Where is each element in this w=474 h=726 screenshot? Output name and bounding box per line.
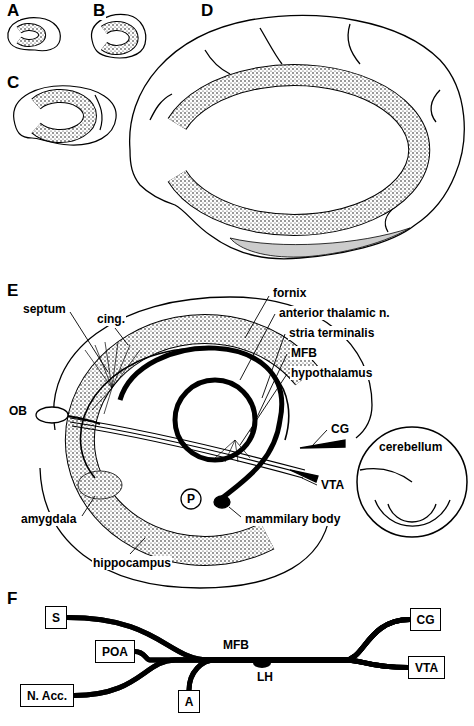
brain-e bbox=[375, 500, 450, 526]
region-box: A bbox=[178, 690, 200, 713]
brain-e bbox=[70, 418, 305, 470]
brain-e bbox=[78, 471, 122, 499]
brain-a bbox=[19, 27, 42, 43]
node-text: S bbox=[52, 611, 60, 625]
fiber-bundle bbox=[74, 660, 408, 696]
structure-label: hippocampus bbox=[92, 556, 172, 570]
brain-e bbox=[72, 426, 303, 478]
brain-a bbox=[19, 27, 42, 43]
node-text: POA bbox=[102, 645, 128, 659]
brain-d bbox=[260, 28, 282, 64]
region-box: S bbox=[45, 606, 67, 629]
leader-line bbox=[229, 507, 241, 517]
brain-e bbox=[290, 470, 318, 482]
structure-label: amygdala bbox=[20, 512, 77, 526]
brain-d bbox=[205, 50, 230, 74]
brain-e bbox=[36, 297, 467, 588]
brain-e bbox=[112, 350, 140, 388]
brain-e bbox=[112, 345, 130, 388]
nucleus-circle: P bbox=[180, 488, 202, 510]
structure-label: mammilary body bbox=[244, 512, 341, 526]
node-text: P bbox=[187, 492, 195, 506]
brain-a bbox=[8, 18, 60, 51]
structure-label: fornix bbox=[272, 286, 307, 300]
brain-c bbox=[36, 96, 90, 136]
region-box: POA bbox=[95, 640, 135, 663]
panel-letter: B bbox=[92, 2, 106, 20]
region-box: VTA bbox=[408, 656, 445, 679]
fiber-bundle bbox=[189, 660, 408, 690]
structure-label: anterior thalamic n. bbox=[278, 306, 391, 320]
brain-e bbox=[388, 504, 436, 522]
brain-b bbox=[92, 14, 146, 57]
leader-line bbox=[82, 496, 95, 516]
brain-e bbox=[85, 350, 112, 388]
brain-d bbox=[348, 24, 360, 64]
brain-d bbox=[130, 16, 465, 259]
brain-e bbox=[104, 388, 112, 414]
region-box: CG bbox=[410, 608, 441, 631]
brain-e bbox=[105, 342, 112, 388]
brain-b bbox=[104, 26, 134, 50]
circle-outline bbox=[181, 489, 201, 509]
structure-label: septum bbox=[22, 302, 67, 316]
structure-label: hypothalamus bbox=[290, 366, 373, 380]
structure-label: CG bbox=[330, 422, 350, 436]
brain-e bbox=[95, 345, 112, 388]
brain-d bbox=[130, 16, 465, 259]
brain-c bbox=[36, 96, 90, 136]
tract-label: MFB bbox=[222, 638, 250, 652]
structure-label: MFB bbox=[290, 346, 318, 360]
brain-d bbox=[150, 94, 172, 120]
leader-line bbox=[115, 328, 128, 345]
panel-letter: E bbox=[6, 282, 19, 300]
structure-label: VTA bbox=[320, 478, 345, 492]
brain-e bbox=[360, 469, 412, 483]
brain-e bbox=[300, 440, 345, 448]
node-text: A bbox=[185, 695, 194, 709]
brain-d bbox=[431, 90, 440, 122]
node-text: VTA bbox=[415, 661, 438, 675]
leader-line bbox=[302, 478, 317, 485]
brain-b bbox=[92, 14, 146, 57]
brain-d bbox=[177, 75, 419, 225]
fiber-bundle bbox=[189, 620, 410, 691]
brain-e bbox=[36, 407, 68, 423]
structure-label: stria terminalis bbox=[288, 326, 375, 340]
brain-d bbox=[177, 75, 419, 225]
panel-letter: D bbox=[200, 2, 214, 20]
panel-letter: F bbox=[6, 590, 18, 608]
brain-e bbox=[92, 388, 112, 410]
node-text: N. Acc. bbox=[27, 689, 67, 703]
brain-e bbox=[40, 468, 330, 588]
brain-e bbox=[357, 427, 467, 537]
panel-letter: A bbox=[6, 2, 20, 20]
region-box: N. Acc. bbox=[20, 684, 74, 707]
tract-label: LH bbox=[256, 670, 274, 684]
leader-line bbox=[240, 314, 275, 380]
node-text: CG bbox=[417, 613, 435, 627]
brain-a bbox=[8, 18, 60, 51]
brain-e bbox=[214, 496, 230, 508]
brain-c bbox=[14, 86, 116, 145]
brain-e bbox=[70, 422, 305, 474]
brain-c bbox=[14, 86, 116, 145]
structure-label: cerebellum bbox=[378, 440, 443, 454]
brain-e bbox=[120, 348, 282, 498]
leader-line bbox=[130, 538, 145, 554]
leader-line bbox=[312, 430, 327, 446]
leader-line bbox=[250, 354, 287, 432]
structure-label: cing. bbox=[96, 312, 126, 326]
panel-letter: C bbox=[6, 74, 20, 92]
brain-b bbox=[104, 26, 134, 50]
fiber-bundle bbox=[74, 620, 410, 696]
structure-label: OB bbox=[8, 404, 28, 418]
leader-line bbox=[240, 374, 287, 445]
brain-e bbox=[80, 348, 288, 478]
